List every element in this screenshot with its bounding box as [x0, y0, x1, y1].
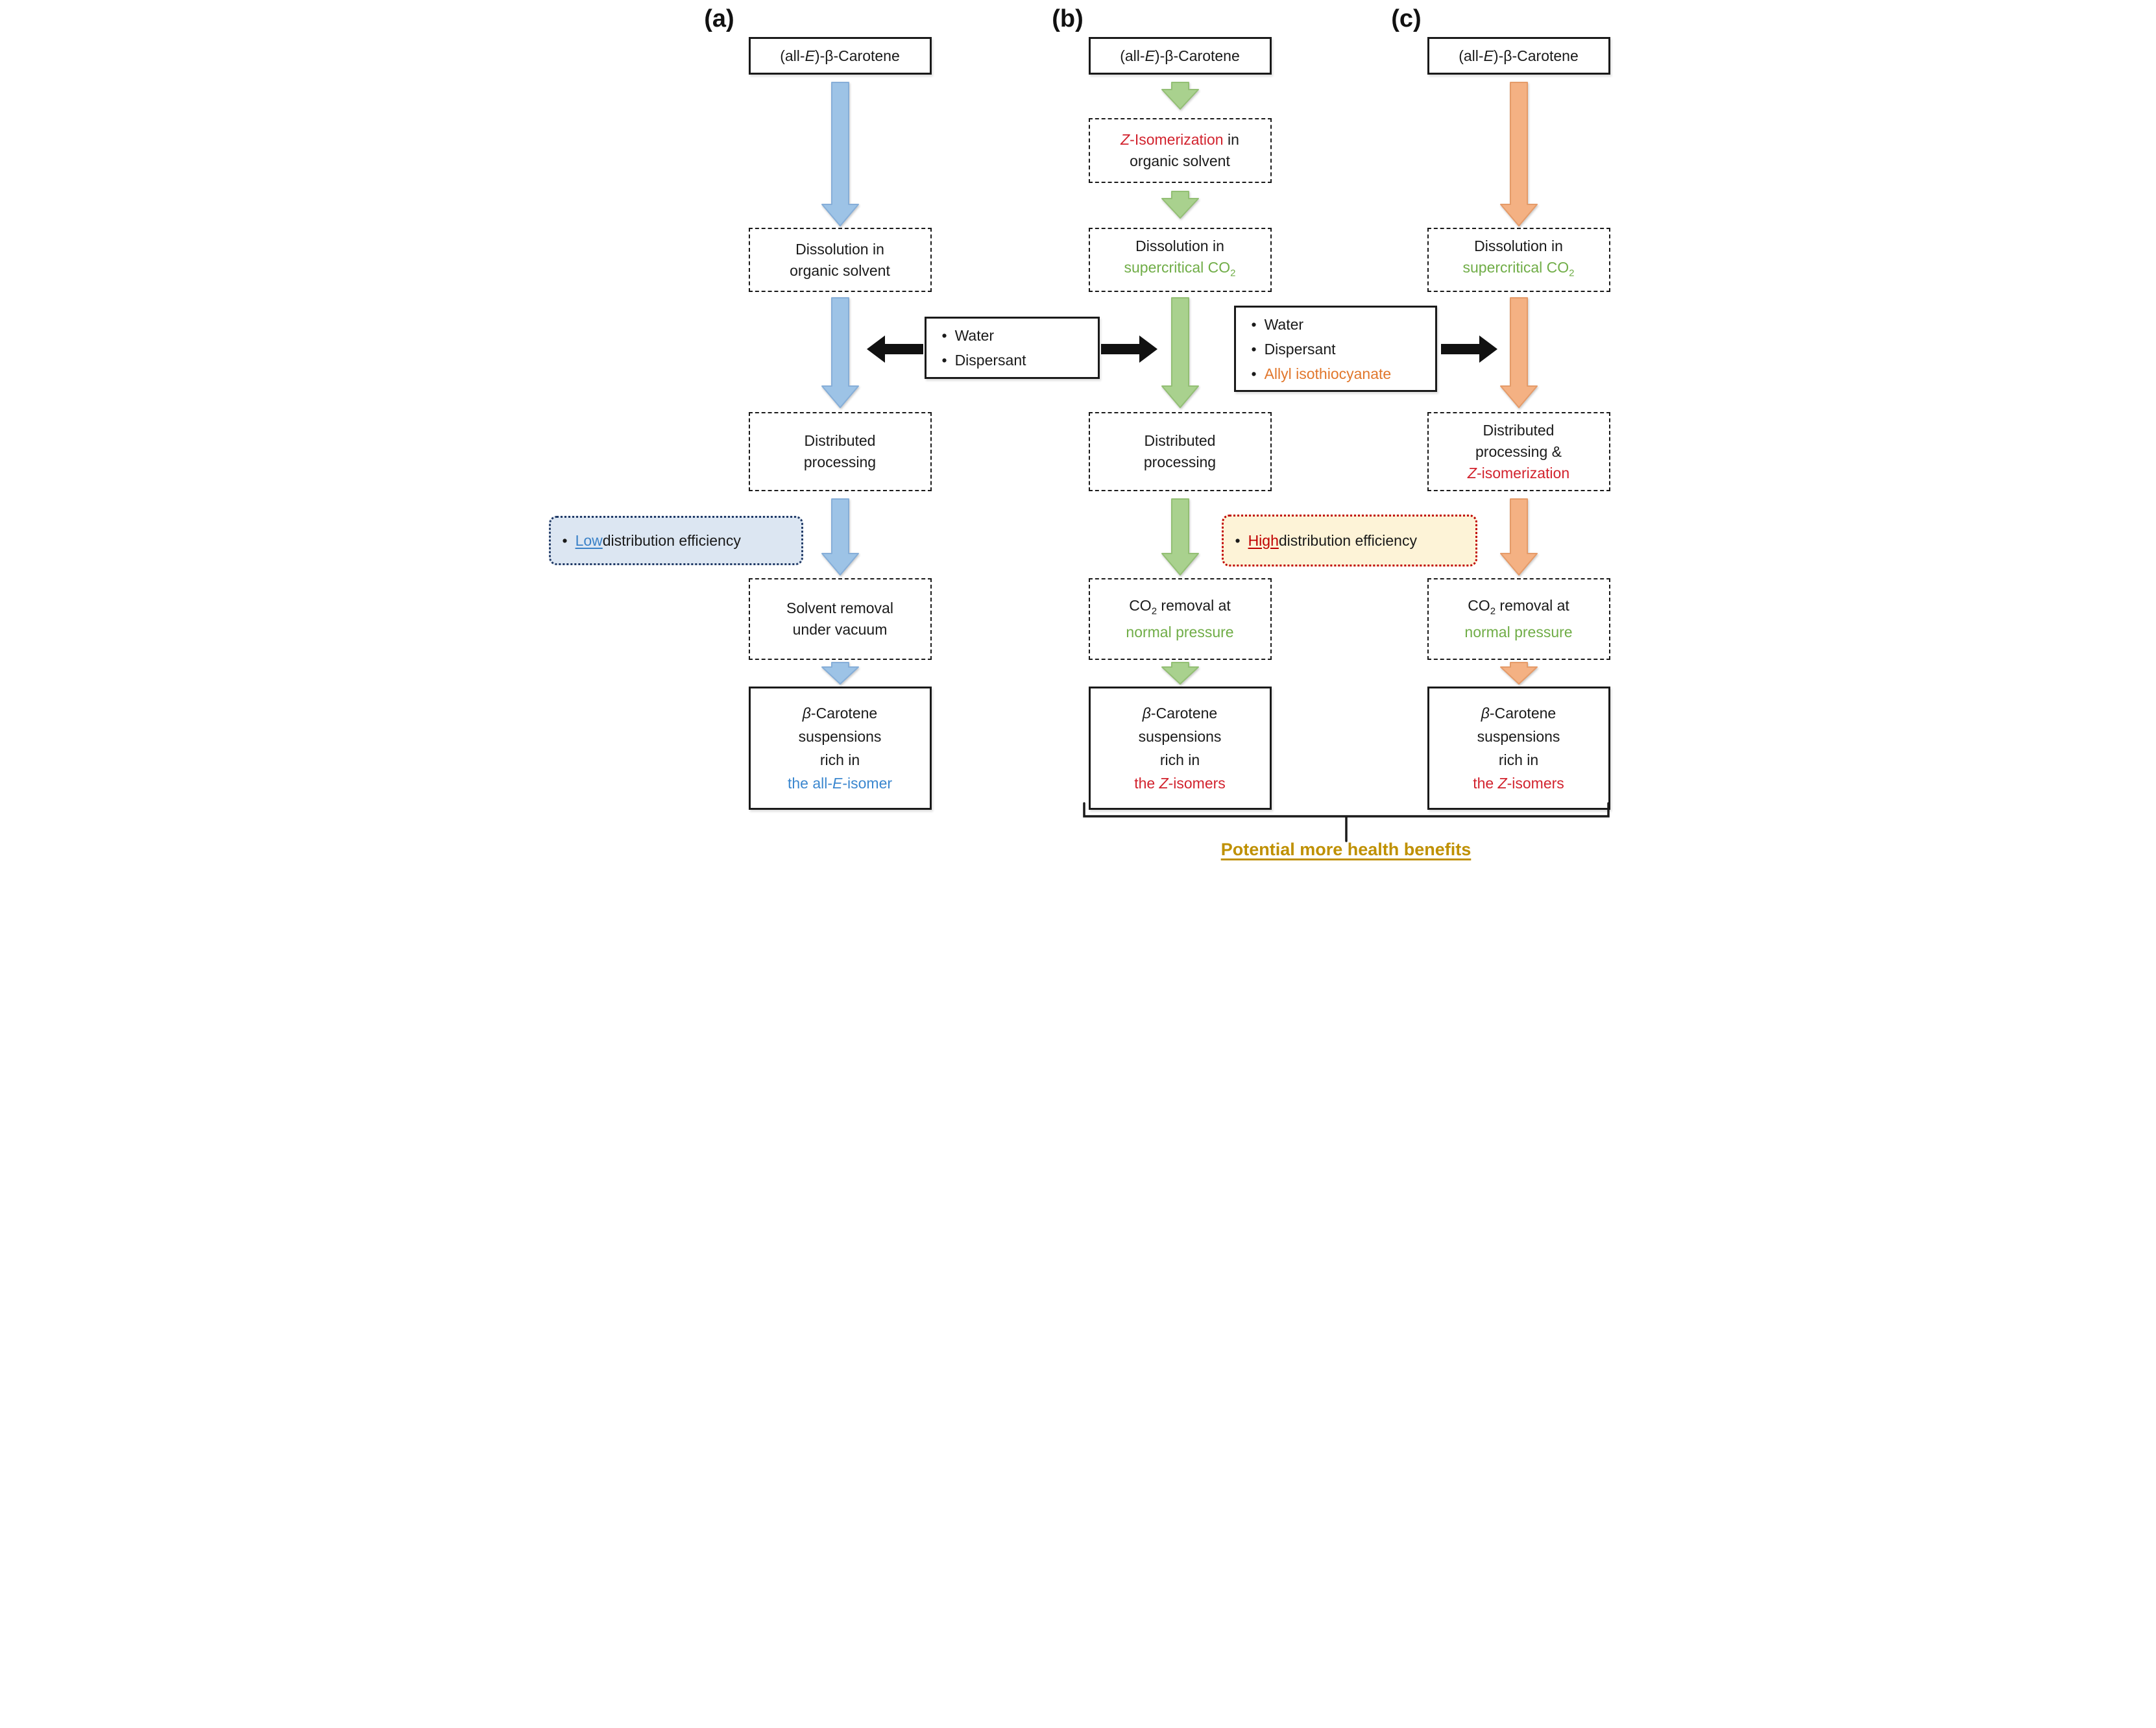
down-arrow-icon — [1499, 662, 1538, 685]
c-distributed-line1: Distributed — [1483, 421, 1555, 439]
left-arrow-icon — [866, 335, 923, 363]
down-arrow-icon — [1161, 662, 1199, 685]
a-removal-line2: under vacuum — [792, 621, 888, 638]
brace-icon — [1082, 802, 1610, 842]
b-distributed-line2: processing — [1143, 454, 1217, 470]
a-product-line3: rich in — [819, 751, 860, 768]
b-source-box: (all-E)-β-Carotene — [1088, 37, 1272, 75]
a-product-isomer: the all-E-isomer — [787, 775, 893, 792]
high-efficiency-note: •High distribution efficiency — [1221, 515, 1477, 566]
panel-label-c: (c) — [1391, 5, 1422, 32]
down-arrow-icon — [1161, 498, 1199, 576]
down-arrow-icon — [1161, 191, 1199, 219]
down-arrow-icon — [1161, 297, 1199, 408]
c-dissolution-box: Dissolution in supercritical CO2 — [1427, 228, 1610, 292]
bc-reagents-box: •Water •Dispersant •Allyl isothiocyanate — [1233, 306, 1437, 392]
a-dissolution-box: Dissolution in organic solvent — [748, 228, 932, 292]
c-distributed-line2: processing & — [1475, 443, 1562, 460]
down-arrow-icon — [1499, 82, 1538, 226]
b-dissolution-box: Dissolution in supercritical CO2 — [1088, 228, 1272, 292]
b-distributed-line1: Distributed — [1144, 432, 1216, 449]
right-arrow-icon — [1440, 335, 1497, 363]
reagent-item: •Water — [941, 327, 995, 344]
a-distributed-line2: processing — [803, 454, 877, 470]
c-product-box: β-Carotene suspensions rich in the Z-iso… — [1427, 687, 1610, 810]
panel-label-b: (b) — [1052, 5, 1084, 32]
down-arrow-icon — [821, 662, 859, 685]
b-zisomerization-line2: organic solvent — [1130, 152, 1230, 169]
a-product-box: β-Carotene suspensions rich in the all-E… — [748, 687, 932, 810]
c-co2-removal-line1: CO2 removal at — [1468, 596, 1569, 617]
down-arrow-icon — [821, 297, 859, 408]
b-product-line2: suspensions — [1138, 728, 1222, 745]
b-source-text: (all-E)-β-Carotene — [1120, 47, 1240, 64]
reagent-item: •Dispersant — [941, 352, 1026, 369]
c-product-line2: suspensions — [1477, 728, 1560, 745]
c-product-isomer: the Z-isomers — [1473, 775, 1564, 792]
c-product-line1: β-Carotene — [1481, 705, 1556, 722]
c-co2-removal-box: CO2 removal at normal pressure — [1427, 578, 1610, 660]
down-arrow-icon — [1499, 498, 1538, 576]
right-arrow-icon — [1100, 335, 1157, 363]
a-distributed-line1: Distributed — [804, 432, 876, 449]
b-zisomerization-box: Z-Isomerization in organic solvent — [1088, 118, 1272, 183]
reagent-item: •Allyl isothiocyanate — [1251, 365, 1392, 382]
a-dissolution-line1: Dissolution in — [795, 240, 884, 258]
a-dissolution-line2: organic solvent — [790, 262, 890, 279]
c-source-text: (all-E)-β-Carotene — [1459, 47, 1579, 64]
reagent-item: •Dispersant — [1251, 340, 1336, 358]
a-removal-box: Solvent removal under vacuum — [748, 578, 932, 660]
b-product-box: β-Carotene suspensions rich in the Z-iso… — [1088, 687, 1272, 810]
reagent-item: •Water — [1251, 315, 1304, 333]
b-dissolution-line1: Dissolution in — [1135, 237, 1224, 255]
c-distributed-line3: Z-isomerization — [1467, 464, 1570, 481]
c-product-line3: rich in — [1498, 751, 1539, 768]
down-arrow-icon — [1499, 297, 1538, 408]
c-source-box: (all-E)-β-Carotene — [1427, 37, 1610, 75]
down-arrow-icon — [821, 498, 859, 576]
b-co2-removal-line1: CO2 removal at — [1129, 596, 1231, 617]
a-source-box: (all-E)-β-Carotene — [748, 37, 932, 75]
c-dissolution-line1: Dissolution in — [1474, 237, 1563, 255]
c-co2-removal-line2: normal pressure — [1464, 624, 1573, 641]
down-arrow-icon — [1161, 82, 1199, 110]
c-distributed-box: Distributed processing & Z-isomerization — [1427, 412, 1610, 491]
b-product-line3: rich in — [1159, 751, 1200, 768]
a-removal-line1: Solvent removal — [786, 600, 893, 616]
a-product-line2: suspensions — [798, 728, 882, 745]
b-zisomerization-line1: Z-Isomerization in — [1120, 131, 1239, 148]
b-dissolution-line2: supercritical CO2 — [1124, 259, 1236, 279]
a-distributed-box: Distributed processing — [748, 412, 932, 491]
panel-label-a: (a) — [704, 5, 734, 32]
figure-canvas: (a) (b) (c) (all-E)-β-Carotene Dissoluti… — [539, 0, 1617, 864]
c-dissolution-line2: supercritical CO2 — [1462, 259, 1575, 279]
down-arrow-icon — [821, 82, 859, 226]
b-distributed-box: Distributed processing — [1088, 412, 1272, 491]
a-source-text: (all-E)-β-Carotene — [780, 47, 900, 64]
a-product-line1: β-Carotene — [802, 705, 878, 722]
ab-reagents-box: •Water •Dispersant — [924, 317, 1100, 379]
b-product-line1: β-Carotene — [1142, 705, 1218, 722]
health-benefits-caption: Potential more health benefits — [1220, 840, 1472, 859]
b-product-isomer: the Z-isomers — [1134, 775, 1226, 792]
b-co2-removal-line2: normal pressure — [1126, 624, 1234, 641]
low-efficiency-note: •Low distribution efficiency — [548, 516, 803, 565]
b-co2-removal-box: CO2 removal at normal pressure — [1088, 578, 1272, 660]
